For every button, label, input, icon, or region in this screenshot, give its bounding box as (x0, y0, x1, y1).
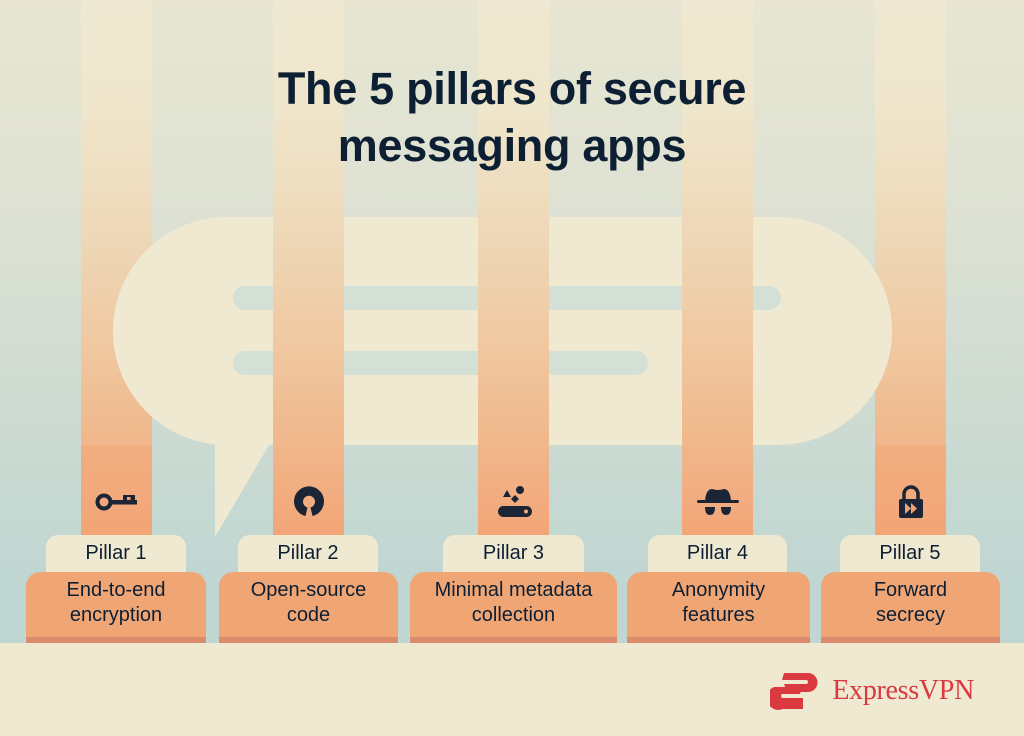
open-source-icon (273, 484, 344, 520)
speech-bubble-tail (215, 440, 272, 537)
pillar-2-line-2: code (286, 603, 331, 626)
brand-name: ExpressVPN (832, 675, 974, 706)
title-line-1: The 5 pillars of secure (277, 63, 747, 114)
pillar-3-line-1: Minimal metadata (434, 578, 593, 601)
lock-forward-icon (875, 484, 946, 520)
pillar-4-label: Pillar 4 (648, 535, 787, 572)
footer-band (0, 643, 1024, 736)
title-line-2: messaging apps (337, 120, 687, 171)
pillar-3-line-2: collection (471, 603, 556, 626)
metadata-shapes-icon (478, 484, 549, 520)
pillar-4-line-2: features (682, 603, 755, 626)
pillar-2-label: Pillar 2 (238, 535, 378, 572)
pillar-column-5-front (875, 445, 946, 537)
pillar-5-description: Forward secrecy (821, 572, 1000, 643)
pillar-3-description: Minimal metadata collection (410, 572, 617, 643)
pillar-2-description: Open-source code (219, 572, 398, 643)
page-title: The 5 pillars of secure messaging apps (0, 60, 1024, 174)
pillar-1-label: Pillar 1 (46, 535, 186, 572)
incognito-icon (682, 484, 753, 520)
pillar-4-description: Anonymity features (627, 572, 810, 643)
pillar-column-3 (478, 0, 549, 537)
pillar-column-1-front (81, 445, 152, 537)
pillar-1-description: End-to-end encryption (26, 572, 206, 643)
pillar-3-label: Pillar 3 (443, 535, 584, 572)
brand-logo: ExpressVPN (770, 671, 974, 711)
pillar-1-line-1: End-to-end (66, 578, 166, 601)
pillar-5-label: Pillar 5 (840, 535, 980, 572)
pillar-1-line-2: encryption (69, 603, 163, 626)
pillar-2-line-1: Open-source (250, 578, 367, 601)
pillar-column-4 (682, 0, 753, 537)
pillar-column-2 (273, 0, 344, 537)
pillar-4-line-1: Anonymity (671, 578, 766, 601)
key-icon (81, 484, 152, 520)
pillar-5-line-1: Forward (873, 578, 948, 601)
expressvpn-logo-icon (770, 673, 818, 710)
pillar-5-line-2: secrecy (876, 603, 945, 626)
